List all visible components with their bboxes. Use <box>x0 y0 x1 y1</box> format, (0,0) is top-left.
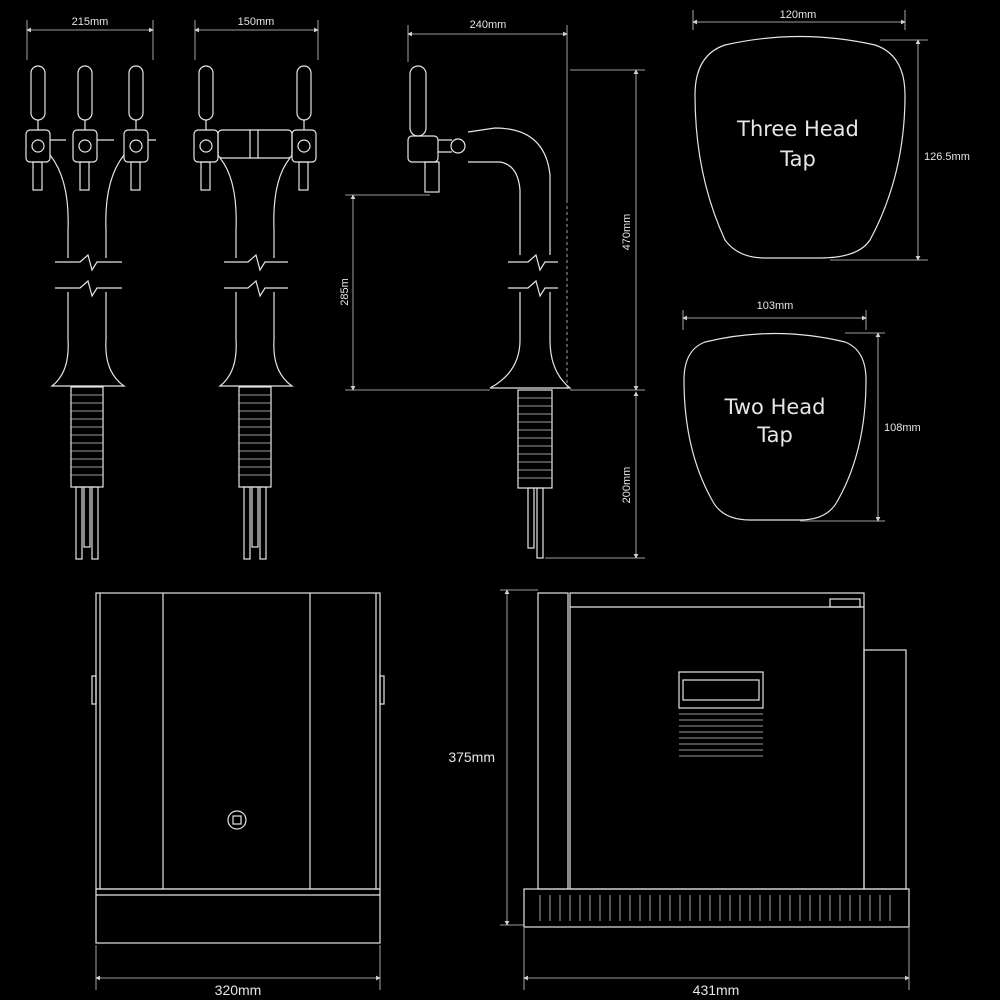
tap-handle <box>409 65 427 137</box>
dim-two-head-width: 103mm <box>757 300 794 312</box>
three-head-label-1: Three Head <box>736 117 859 141</box>
three-tap-font-front: 215mm <box>25 16 156 560</box>
dim-above-counter: 285m <box>339 278 351 306</box>
dim-cooler-side-depth: 431mm <box>693 982 740 998</box>
three-head-tap-outline: 120mm Three Head Tap 126.5mm <box>692 9 970 261</box>
two-head-label-1: Two Head <box>724 395 826 419</box>
tap-handle <box>198 65 214 121</box>
dim-three-head-height: 126.5mm <box>924 151 970 163</box>
two-tap-font-front: 150mm <box>193 16 319 560</box>
dim-side-depth: 240mm <box>470 19 507 31</box>
dim-shank-length: 200mm <box>621 467 633 504</box>
two-head-label-2: Tap <box>756 423 793 447</box>
dim-three-tap-width: 215mm <box>72 16 109 28</box>
two-head-tap-outline: 103mm Two Head Tap 108mm <box>682 300 921 522</box>
lock-icon <box>227 810 247 830</box>
tap-handle <box>77 65 93 121</box>
tap-handle <box>30 65 46 121</box>
dim-cooler-height: 375mm <box>448 749 495 765</box>
tap-font-side-view: 240mm 285m 470mm <box>339 19 645 559</box>
dim-three-head-width: 120mm <box>780 9 817 21</box>
cooler-front-view: 320mm <box>91 592 385 998</box>
tap-handle <box>296 65 312 121</box>
three-head-shape <box>694 35 906 259</box>
dim-two-head-height: 108mm <box>884 422 921 434</box>
dim-two-tap-width: 150mm <box>238 16 275 28</box>
dim-total-height: 470mm <box>621 214 633 251</box>
two-head-shape <box>683 332 867 521</box>
three-head-label-2: Tap <box>779 147 816 171</box>
dim-cooler-front-width: 320mm <box>215 982 262 998</box>
cooler-side-view: 375mm 431mm <box>448 589 910 998</box>
cooler-display <box>678 671 764 709</box>
tap-handle <box>128 65 144 121</box>
